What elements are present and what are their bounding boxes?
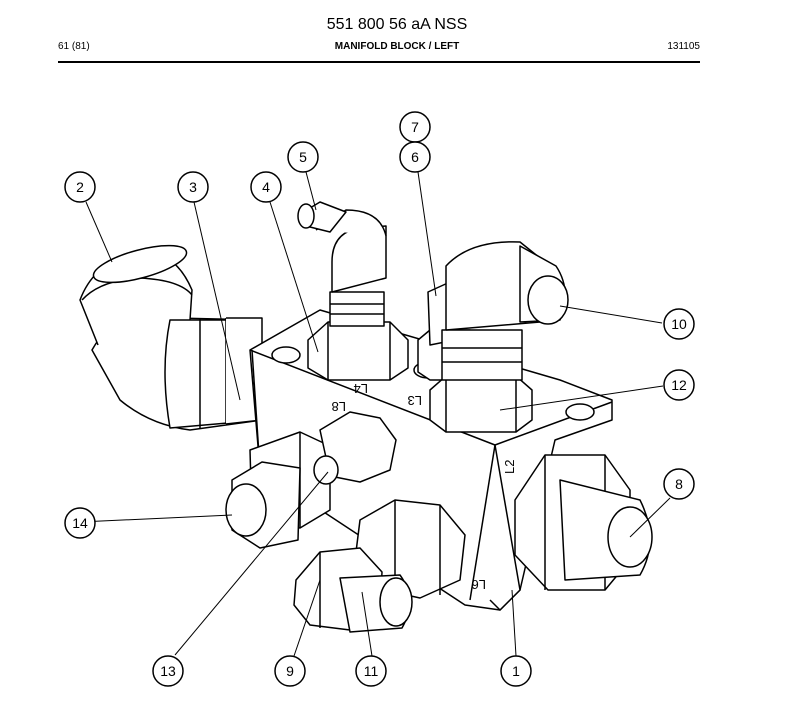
callout-label: 12 [671,377,687,393]
elbow-fitting-10 [429,241,569,433]
callout-label: 9 [286,663,294,679]
page-number: 61 (81) [58,41,90,52]
callout-9: 9 [274,655,306,687]
elbow-fitting [79,244,263,431]
callout-label: 11 [364,663,379,679]
port-label-l3: L3 [408,393,422,408]
callout-14: 14 [64,507,96,539]
callout-label: 1 [512,663,520,679]
document-number: 551 800 56 aA NSS [326,16,468,33]
top-fitting-l4 [297,201,409,381]
bottom-fitting-9-11 [293,499,466,633]
port-label-l2: L2 [502,460,517,474]
callout-label: 2 [76,179,84,195]
header-rule [58,61,700,63]
date-code: 131105 [667,41,700,52]
callout-label: 7 [411,119,419,135]
callout-label: 5 [299,149,307,165]
left-fitting-14 [225,431,331,549]
callout-1: 1 [500,655,532,687]
callout-10: 10 [663,308,695,340]
port-label-l4: L4 [354,381,368,396]
leader-lines [79,171,671,657]
callout-label: 14 [72,515,88,531]
callout-label: 13 [160,663,176,679]
callout-7: 7 [399,111,431,143]
callout-label: 3 [189,179,197,195]
callout-4: 4 [250,171,282,203]
callout-5: 5 [287,141,319,173]
right-fitting-8 [514,454,653,591]
callout-11: 11 [355,655,387,687]
page-title: MANIFOLD BLOCK / LEFT [334,41,460,52]
port-label-l8: L8 [332,399,346,414]
callout-3: 3 [177,171,209,203]
callout-2: 2 [64,171,96,203]
callout-label: 10 [671,316,687,332]
callout-label: 6 [411,149,419,165]
port-label-l6: L6 [472,577,486,592]
callout-12: 12 [663,369,695,401]
callout-13: 13 [152,655,184,687]
fitting-13 [313,411,397,485]
callout-6: 6 [399,141,431,173]
callout-8: 8 [663,468,695,500]
callout-label: 4 [262,179,270,195]
callout-label: 8 [675,476,683,492]
